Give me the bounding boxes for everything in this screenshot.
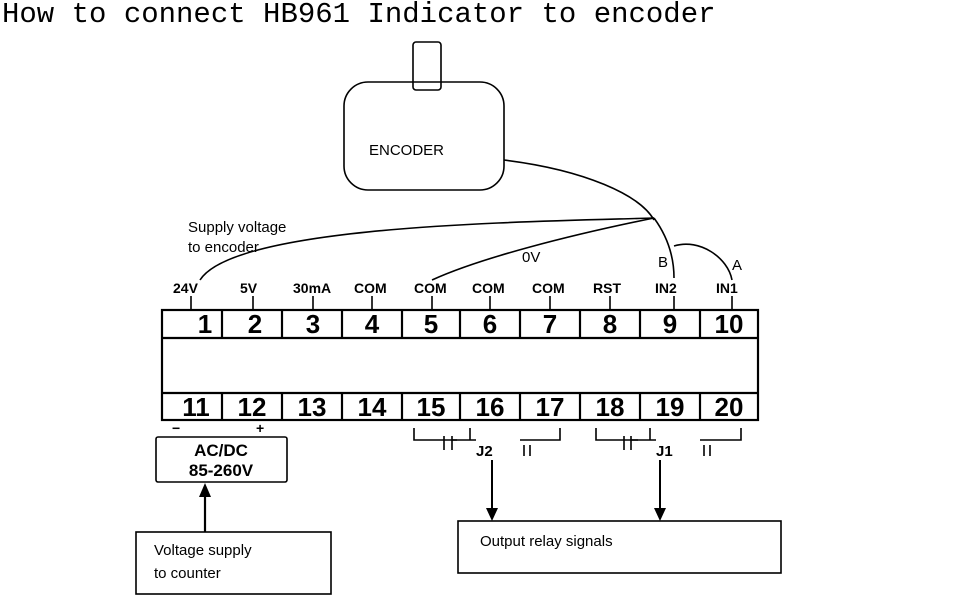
terminal-number-13: 13 (298, 392, 327, 422)
terminal-label-2: 5V (240, 280, 258, 296)
voltage-supply-line2: to counter (154, 565, 221, 582)
terminal-label-1: 24V (173, 280, 199, 296)
minus-sign: − (172, 420, 180, 436)
encoder-wires (199, 159, 733, 281)
encoder-body (343, 81, 505, 191)
encoder-cable (503, 159, 655, 221)
encoder-shaft (412, 41, 442, 91)
phase-a-wire (673, 243, 733, 281)
relay-j1-arrow (654, 508, 666, 521)
terminal-number-7: 7 (543, 309, 557, 339)
voltage-supply-box (135, 531, 332, 595)
terminal-number-15: 15 (417, 392, 446, 422)
supply-label-line1: Supply voltage (188, 219, 286, 236)
terminal-number-14: 14 (358, 392, 387, 422)
output-relay-label: Output relay signals (480, 533, 613, 550)
terminal-number-18: 18 (596, 392, 625, 422)
terminal-number-9: 9 (663, 309, 677, 339)
relay-j1 (595, 428, 742, 509)
terminal-number-20: 20 (715, 392, 744, 422)
bottom-terminal-numbers: 11 12 13 14 15 16 17 18 19 20 (182, 392, 743, 422)
supply-wire (199, 217, 655, 281)
terminal-number-3: 3 (306, 309, 320, 339)
output-relay: Output relay signals (457, 520, 782, 574)
terminal-number-11: 11 (182, 392, 210, 422)
encoder-label: ENCODER (369, 142, 444, 159)
top-terminal-labels: 24V 5V 30mA COM COM COM COM RST IN2 IN1 (173, 280, 738, 296)
terminal-number-16: 16 (476, 392, 505, 422)
relay-j1-label: J1 (656, 443, 673, 460)
terminal-label-8: RST (593, 280, 621, 296)
terminal-number-1: 1 (198, 309, 212, 339)
voltage-supply: Voltage supply to counter (135, 531, 332, 595)
terminal-label-10: IN1 (716, 280, 738, 296)
diagram-title: How to connect HB961 Indicator to encode… (2, 0, 716, 31)
terminal-label-4: COM (354, 280, 387, 296)
terminal-number-2: 2 (248, 309, 262, 339)
terminal-number-8: 8 (603, 309, 617, 339)
terminal-number-17: 17 (536, 392, 565, 422)
indicator-body (160, 308, 760, 422)
relay-j2-arrow (486, 508, 498, 521)
power-line1: AC/DC (194, 441, 248, 460)
supply-label-line2: to encoder (188, 239, 259, 256)
terminal-number-4: 4 (365, 309, 380, 339)
terminal-number-5: 5 (424, 309, 438, 339)
terminal-number-10: 10 (715, 309, 744, 339)
terminal-label-7: COM (532, 280, 565, 296)
supply-arrow (199, 483, 211, 532)
terminal-label-3: 30mA (293, 280, 331, 296)
output-relay-box (457, 520, 782, 574)
power-supply: AC/DC 85-260V (155, 436, 288, 483)
top-terminal-numbers: 1 2 3 4 5 6 7 8 9 10 (198, 309, 744, 339)
phase-b-label: B (658, 254, 668, 271)
phase-b-wire (653, 217, 675, 279)
terminal-number-6: 6 (483, 309, 497, 339)
top-terminal-stubs (190, 296, 733, 310)
encoder: ENCODER (343, 41, 505, 191)
voltage-supply-line1: Voltage supply (154, 542, 252, 559)
terminal-label-9: IN2 (655, 280, 677, 296)
relay-j2 (413, 428, 561, 509)
zero-volt-wire (431, 217, 655, 281)
terminal-number-19: 19 (656, 392, 685, 422)
plus-sign: + (256, 420, 264, 436)
power-supply-box (155, 436, 288, 483)
zero-volt-label: 0V (522, 249, 540, 266)
terminal-label-6: COM (472, 280, 505, 296)
relay-j2-label: J2 (476, 443, 493, 460)
phase-a-label: A (732, 257, 742, 274)
terminal-label-5: COM (414, 280, 447, 296)
power-line2: 85-260V (189, 461, 254, 480)
terminal-number-12: 12 (238, 392, 267, 422)
